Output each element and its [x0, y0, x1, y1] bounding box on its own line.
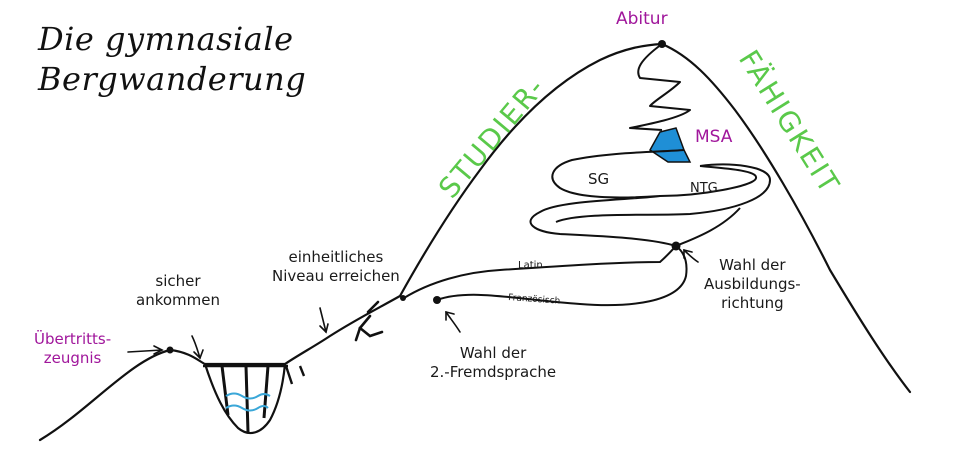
title-line-1: Die gymnasiale — [38, 20, 294, 58]
abitur-label: Abitur — [616, 9, 668, 29]
wahl-ausbildung-dot — [671, 241, 681, 251]
ntg-label: NTG — [690, 181, 718, 196]
latin-path — [403, 245, 677, 299]
wahlA-line2: Ausbildungs- — [704, 275, 801, 293]
msa-shape — [649, 127, 692, 163]
summit-zigzag — [629, 43, 691, 131]
valley — [203, 362, 287, 435]
sicher-label: sicher ankommen — [136, 272, 220, 310]
sicher-line1: sicher — [155, 272, 201, 290]
niveau-label: einheitliches Niveau erreichen — [272, 248, 400, 286]
niveau-dot — [400, 295, 406, 301]
studier-text: STUDIER- — [432, 70, 552, 204]
slope-steps — [284, 365, 306, 385]
mountain-outline — [38, 42, 912, 442]
french-label: Französisch — [508, 293, 561, 307]
uebertritt-line1: Übertritts- — [34, 330, 112, 348]
annotation-arrows — [127, 248, 699, 360]
niveau-line2: Niveau erreichen — [272, 267, 400, 285]
wahl-fremdsprache-label: Wahl der 2.-Fremdsprache — [430, 344, 556, 382]
wahl-fremdsprache-dot — [433, 296, 441, 304]
wahl2-line2: 2.-Fremdsprache — [430, 363, 557, 381]
summit-dot — [658, 40, 666, 48]
niveau-line1: einheitliches — [288, 248, 384, 266]
wahlA-line1: Wahl der — [719, 256, 786, 274]
sicher-line2: ankommen — [136, 291, 220, 309]
title-line-2: Bergwanderung — [38, 60, 307, 98]
chairlift-icon — [354, 300, 384, 342]
faehigkeit-text: FÄHIGKEIT — [732, 44, 846, 200]
bridge-posts — [220, 365, 270, 433]
branch-loop — [529, 149, 757, 247]
uebertritt-line2: zeugnis — [43, 349, 102, 367]
sg-label: SG — [588, 170, 609, 188]
wahlA-line3: richtung — [721, 294, 784, 312]
uebertritt-dot — [166, 346, 174, 354]
french-path — [436, 245, 688, 307]
water-waves — [225, 392, 271, 412]
wahl2-line1: Wahl der — [459, 344, 527, 362]
msa-label: MSA — [695, 127, 733, 147]
wahl-ausbildung-label: Wahl der Ausbildungs- richtung — [704, 256, 801, 313]
uebertritt-label: Übertritts- zeugnis — [34, 330, 111, 368]
latin-label: Latin — [518, 260, 543, 271]
branch-outer — [555, 163, 772, 247]
